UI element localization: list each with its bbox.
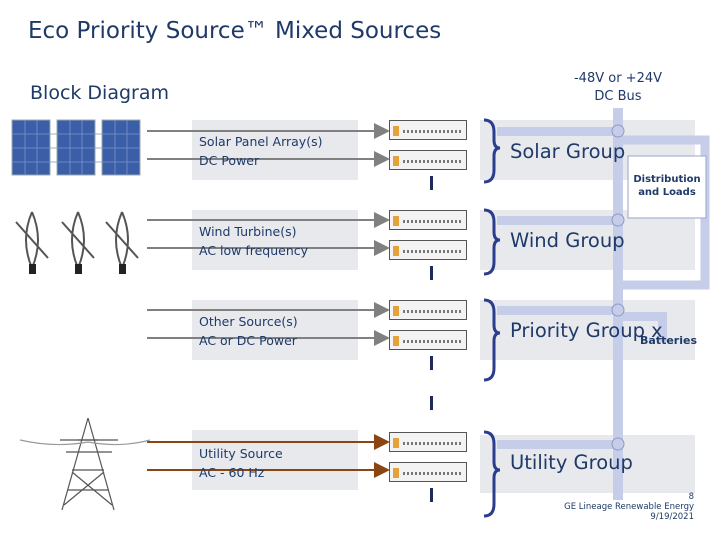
wind-bus-node — [611, 213, 625, 227]
utility-source-label: Utility Source AC - 60 Hz — [199, 444, 283, 482]
battery-bus-drop — [658, 312, 667, 342]
wind-turbine-icon — [15, 211, 139, 274]
page-title: Eco Priority Source™ Mixed Sources — [28, 18, 442, 44]
priority-group-label: Priority Group x — [510, 319, 663, 342]
solar-input-lines — [147, 123, 390, 167]
ellipsis-dots — [430, 176, 433, 502]
rectifier-unit — [389, 120, 467, 140]
page-subtitle: Block Diagram — [30, 82, 170, 104]
utility-group-label: Utility Group — [510, 451, 633, 474]
rectifier-unit — [389, 462, 467, 482]
rectifier-unit — [389, 300, 467, 320]
solar-panel-icon — [11, 119, 141, 176]
batteries-label: Batteries — [640, 334, 697, 347]
source-line1: Utility Source — [199, 446, 283, 461]
source-line2: AC or DC Power — [199, 333, 297, 348]
power-pylon-icon — [19, 417, 151, 511]
utility-bus-link — [497, 440, 623, 449]
footer-org: GE Lineage Renewable Energy — [564, 502, 694, 512]
wind-group-label: Wind Group — [510, 229, 625, 252]
battery-bus-link — [618, 312, 662, 321]
source-line1: Other Source(s) — [199, 314, 298, 329]
distribution-label: Distribution and Loads — [633, 174, 701, 198]
wind-input-lines — [147, 212, 390, 256]
footer-date: 9/19/2021 — [650, 512, 694, 522]
rectifier-unit — [389, 432, 467, 452]
distribution-box — [627, 155, 707, 219]
utility-source-panel — [192, 430, 358, 490]
rectifier-unit — [389, 240, 467, 260]
group-braces — [483, 118, 501, 518]
rectifier-unit — [389, 210, 467, 230]
rectifier-unit — [389, 150, 467, 170]
source-line2: AC - 60 Hz — [199, 465, 265, 480]
other-source-label: Other Source(s) AC or DC Power — [199, 312, 298, 350]
solar-bus-node — [611, 124, 625, 138]
source-line1: Solar Panel Array(s) — [199, 134, 323, 149]
solar-bus-link — [497, 127, 623, 136]
wind-source-label: Wind Turbine(s) AC low frequency — [199, 222, 308, 260]
dc-bus-label: -48V or +24V DC Bus — [573, 71, 663, 104]
other-input-lines — [147, 302, 390, 346]
priority-bus-link — [497, 306, 623, 315]
rectifier-unit — [389, 330, 467, 350]
wind-bus-link — [497, 216, 623, 225]
source-line1: Wind Turbine(s) — [199, 224, 297, 239]
source-line2: DC Power — [199, 153, 260, 168]
footer: 8 GE Lineage Renewable Energy 9/19/2021 — [560, 492, 694, 522]
solar-source-label: Solar Panel Array(s) DC Power — [199, 132, 322, 170]
page-number: 8 — [688, 492, 694, 502]
priority-bus-node — [611, 303, 625, 317]
source-line2: AC low frequency — [199, 243, 309, 258]
utility-input-lines — [147, 434, 390, 478]
utility-bus-node — [611, 437, 625, 451]
solar-group-label: Solar Group — [510, 140, 626, 163]
